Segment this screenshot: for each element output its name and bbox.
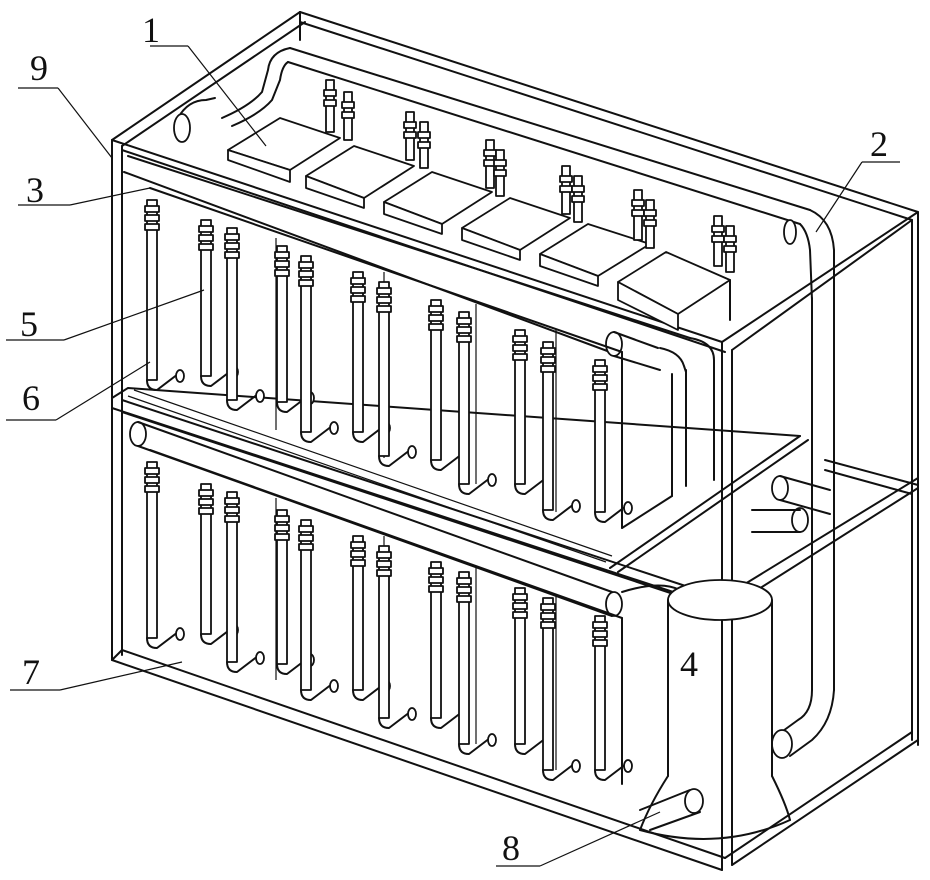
upper-tube [376,281,417,467]
label-5: 5 [20,304,38,344]
callout-numbers: 1 2 3 4 5 6 7 8 9 [20,10,888,868]
leader-lines [6,45,900,867]
back-tube [493,149,507,197]
back-tube [723,225,737,273]
back-tube [711,215,725,267]
back-tube [631,189,645,241]
frame-back [299,11,919,741]
back-tube [341,91,355,141]
frame-bottom [111,649,726,871]
middle-shelf [111,387,919,611]
lower-tube [540,597,581,781]
label-2: 2 [870,124,888,164]
top-back-pipe [173,47,811,225]
upper-tube [224,227,265,411]
lower-tube [456,571,497,755]
upper-tube [298,255,339,443]
lower-tube [298,519,339,701]
label-6: 6 [22,378,40,418]
label-3: 3 [26,170,44,210]
upper-tube [144,199,185,391]
collector-tank [639,579,791,840]
label-8: 8 [502,828,520,868]
back-tube [403,111,417,161]
top-manifold-pipe [123,155,715,487]
outlet-pipe [639,788,704,831]
back-tube [643,199,657,249]
top-boxes [227,117,731,331]
tube-group [144,79,737,781]
label-9: 9 [30,48,48,88]
back-tube [571,175,585,223]
back-tube [323,79,337,133]
lower-tube [224,491,265,673]
upper-tube [456,311,497,495]
lower-tube [592,615,633,781]
lower-tube [144,461,185,649]
label-7: 7 [22,652,40,692]
upper-tube [592,359,633,523]
lower-tube [376,545,417,729]
back-tube [417,121,431,169]
label-4: 4 [680,644,698,684]
label-1: 1 [142,10,160,50]
riser-pipe [771,209,835,759]
side-connections [751,475,831,533]
back-tube [559,165,573,215]
upper-tube [540,341,581,521]
